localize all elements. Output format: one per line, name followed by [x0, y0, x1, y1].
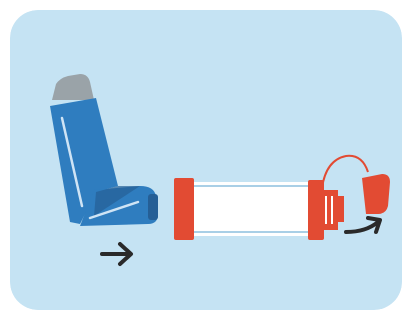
- spacer-nozzle-tip: [336, 196, 344, 222]
- spacer-tube: [194, 182, 310, 236]
- spacer-icon: [174, 178, 344, 240]
- illustration-panel: [10, 10, 402, 310]
- cap: [362, 174, 390, 214]
- spacer-left-flange: [174, 178, 194, 240]
- spacer-right-flange: [308, 180, 324, 240]
- inhaler-mouthpiece-opening: [148, 194, 158, 220]
